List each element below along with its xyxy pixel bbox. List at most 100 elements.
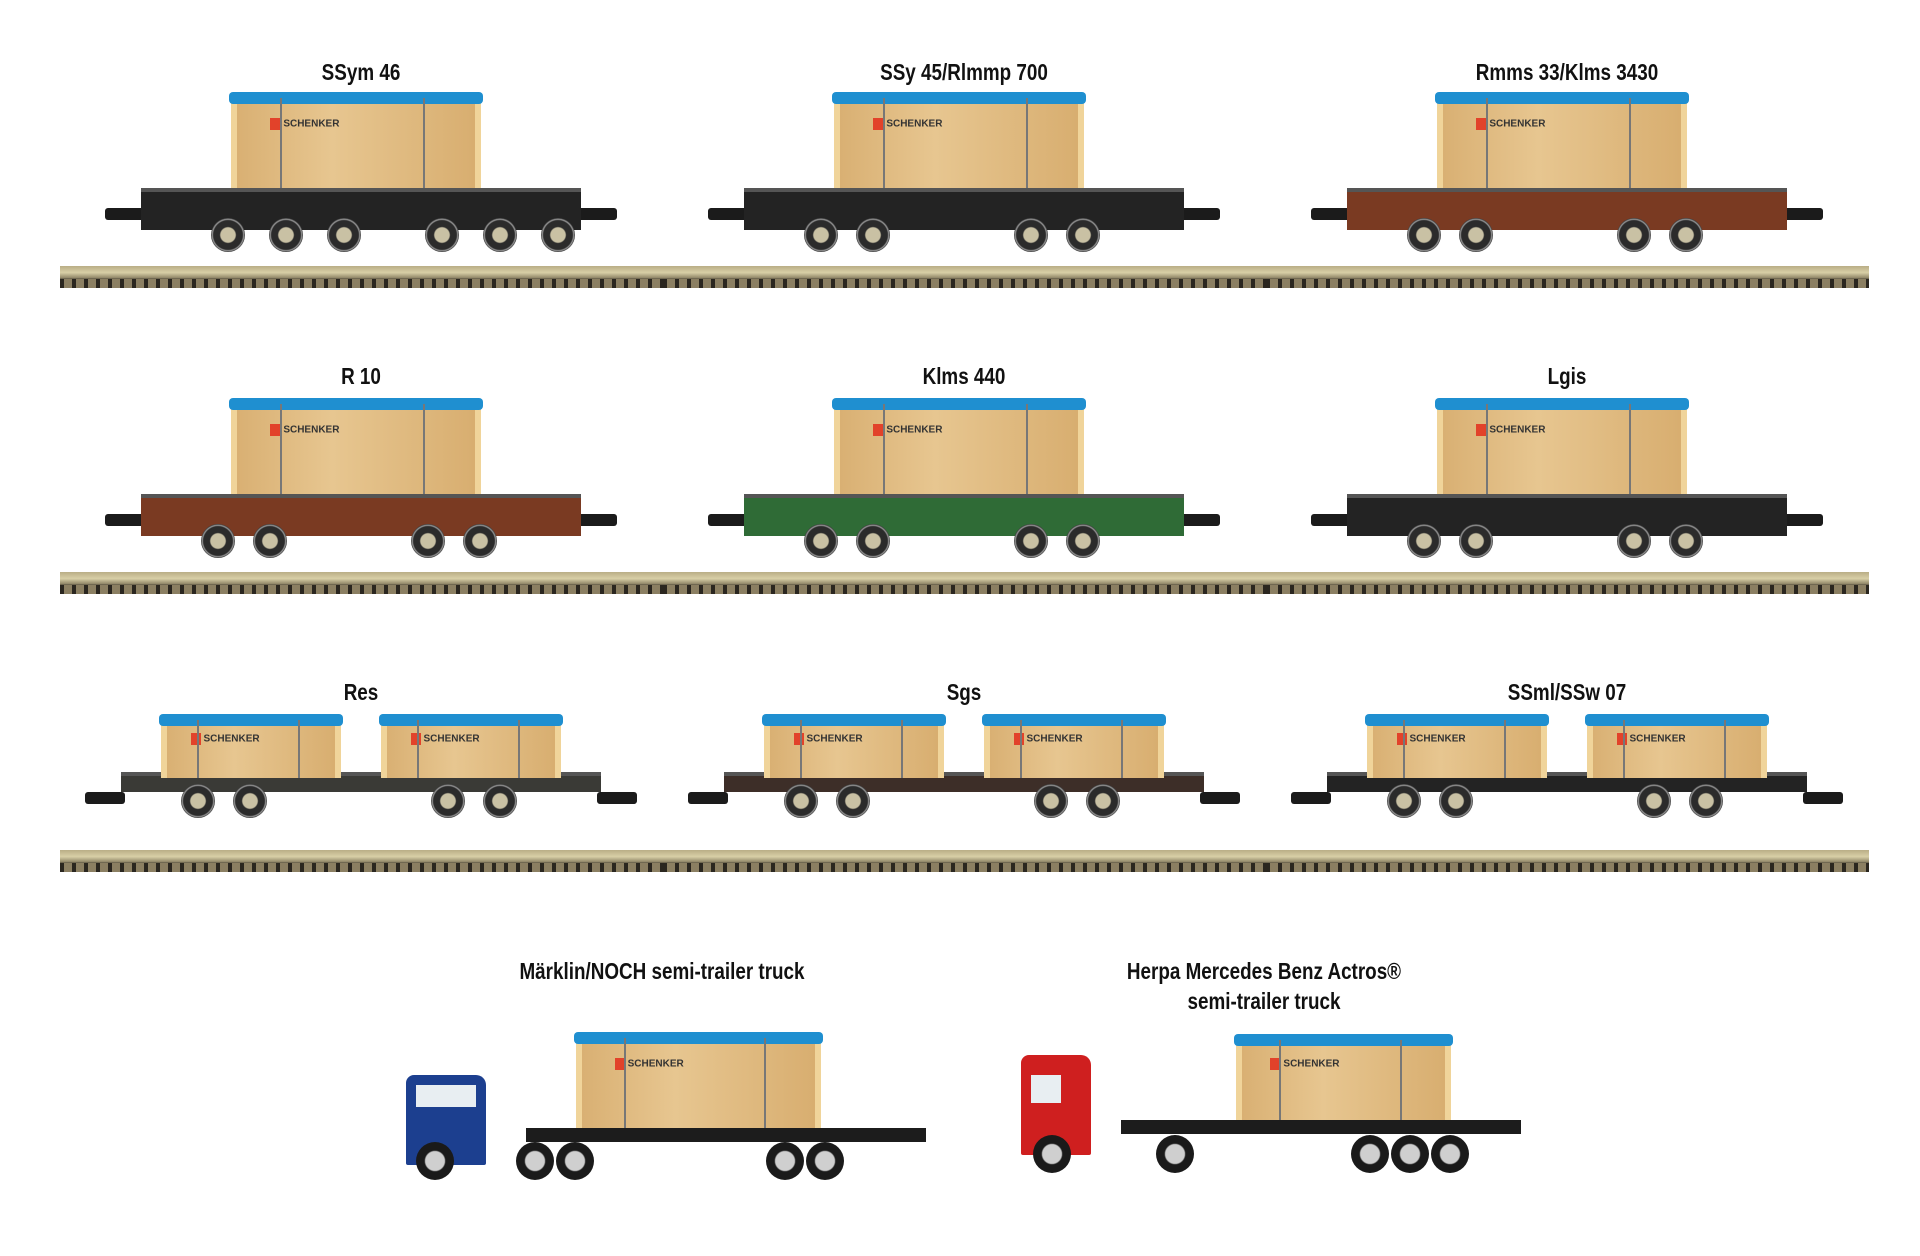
crate: SCHENKER bbox=[229, 92, 483, 188]
tarp bbox=[1365, 714, 1549, 726]
buffer bbox=[688, 792, 728, 804]
tarp bbox=[159, 714, 343, 726]
wheel bbox=[836, 784, 870, 818]
buffer bbox=[1291, 792, 1331, 804]
wheel bbox=[411, 524, 445, 558]
crate: SCHENKER bbox=[159, 714, 343, 778]
crate-brand-logo: SCHENKER bbox=[1397, 733, 1466, 745]
buffer bbox=[577, 208, 617, 220]
strap bbox=[417, 720, 420, 778]
track bbox=[1266, 572, 1869, 594]
wheel bbox=[425, 218, 459, 252]
crate-brand-logo: SCHENKER bbox=[270, 424, 339, 436]
wagon-label: Lgis bbox=[1547, 363, 1587, 389]
wheel bbox=[1617, 218, 1651, 252]
strap bbox=[1025, 98, 1028, 188]
crate-brand-logo: SCHENKER bbox=[873, 424, 942, 436]
buffer bbox=[1180, 208, 1220, 220]
wheel bbox=[804, 524, 838, 558]
crate-brand-logo: SCHENKER bbox=[191, 733, 260, 745]
buffer bbox=[105, 208, 145, 220]
trailer bbox=[1121, 1120, 1521, 1134]
wagon: SCHENKER bbox=[91, 92, 631, 266]
tarp bbox=[762, 714, 946, 726]
wagon-label: Sgs bbox=[946, 679, 982, 705]
crate-brand-logo: SCHENKER bbox=[1014, 733, 1083, 745]
wheel bbox=[1351, 1135, 1389, 1173]
wheel bbox=[1617, 524, 1651, 558]
wagon-body bbox=[141, 188, 581, 230]
buffer bbox=[1200, 792, 1240, 804]
strap bbox=[279, 404, 282, 494]
strap bbox=[1504, 720, 1507, 778]
wheel bbox=[1669, 524, 1703, 558]
wagon-label: Klms 440 bbox=[922, 363, 1006, 389]
wagon: SCHENKER bbox=[694, 92, 1234, 266]
truck-label-herpa-line1: Herpa Mercedes Benz Actros® bbox=[1126, 958, 1402, 984]
strap bbox=[901, 720, 904, 778]
wheel bbox=[1407, 218, 1441, 252]
track bbox=[1266, 850, 1869, 872]
wheel bbox=[483, 784, 517, 818]
wheel bbox=[856, 218, 890, 252]
cab-window bbox=[416, 1085, 476, 1107]
tarp bbox=[379, 714, 563, 726]
cab-window bbox=[1031, 1075, 1061, 1103]
crate: SCHENKER bbox=[982, 714, 1166, 778]
tarp bbox=[1435, 92, 1689, 104]
crate-brand-logo: SCHENKER bbox=[270, 118, 339, 130]
strap bbox=[800, 720, 803, 778]
wheel bbox=[1637, 784, 1671, 818]
wheel bbox=[211, 218, 245, 252]
crate: SCHENKER bbox=[1435, 398, 1689, 494]
crate-brand-logo: SCHENKER bbox=[1476, 118, 1545, 130]
tarp bbox=[982, 714, 1166, 726]
crate: SCHENKER bbox=[229, 398, 483, 494]
wheel bbox=[856, 524, 890, 558]
wheel bbox=[1387, 784, 1421, 818]
tarp bbox=[1435, 398, 1689, 410]
wheel bbox=[541, 218, 575, 252]
wheel bbox=[1439, 784, 1473, 818]
tarp bbox=[229, 398, 483, 410]
wheel bbox=[556, 1142, 594, 1180]
crate: SCHENKER bbox=[1435, 92, 1689, 188]
buffer bbox=[1783, 208, 1823, 220]
truck-herpa-actros: SCHENKER bbox=[1021, 1034, 1531, 1180]
strap bbox=[882, 98, 885, 188]
buffer bbox=[1311, 208, 1351, 220]
strap bbox=[623, 1038, 626, 1128]
buffer bbox=[85, 792, 125, 804]
wheel bbox=[1014, 218, 1048, 252]
crate-brand-logo: SCHENKER bbox=[1476, 424, 1545, 436]
wheel bbox=[804, 218, 838, 252]
wagon-label: SSy 45/Rlmmp 700 bbox=[880, 59, 1048, 85]
track bbox=[60, 850, 663, 872]
wheel bbox=[233, 784, 267, 818]
strap bbox=[1485, 404, 1488, 494]
crate: SCHENKER bbox=[1365, 714, 1549, 778]
buffer bbox=[577, 514, 617, 526]
wheel bbox=[253, 524, 287, 558]
strap bbox=[763, 1038, 766, 1128]
strap bbox=[1403, 720, 1406, 778]
tarp bbox=[1234, 1034, 1453, 1046]
wheel bbox=[269, 218, 303, 252]
strap bbox=[882, 404, 885, 494]
crate-brand-logo: SCHENKER bbox=[794, 733, 863, 745]
wheel bbox=[1156, 1135, 1194, 1173]
strap bbox=[1628, 98, 1631, 188]
wagon-label: SSym 46 bbox=[321, 59, 401, 85]
wheel bbox=[431, 784, 465, 818]
wagon-body bbox=[744, 494, 1184, 536]
wagon: SCHENKER bbox=[694, 398, 1234, 572]
strap bbox=[1485, 98, 1488, 188]
wheel bbox=[1669, 218, 1703, 252]
strap bbox=[1020, 720, 1023, 778]
strap bbox=[1278, 1040, 1281, 1120]
wheel bbox=[806, 1142, 844, 1180]
wagon: SCHENKER bbox=[1297, 398, 1837, 572]
wagon-label: Res bbox=[343, 679, 379, 705]
tarp bbox=[574, 1032, 823, 1044]
